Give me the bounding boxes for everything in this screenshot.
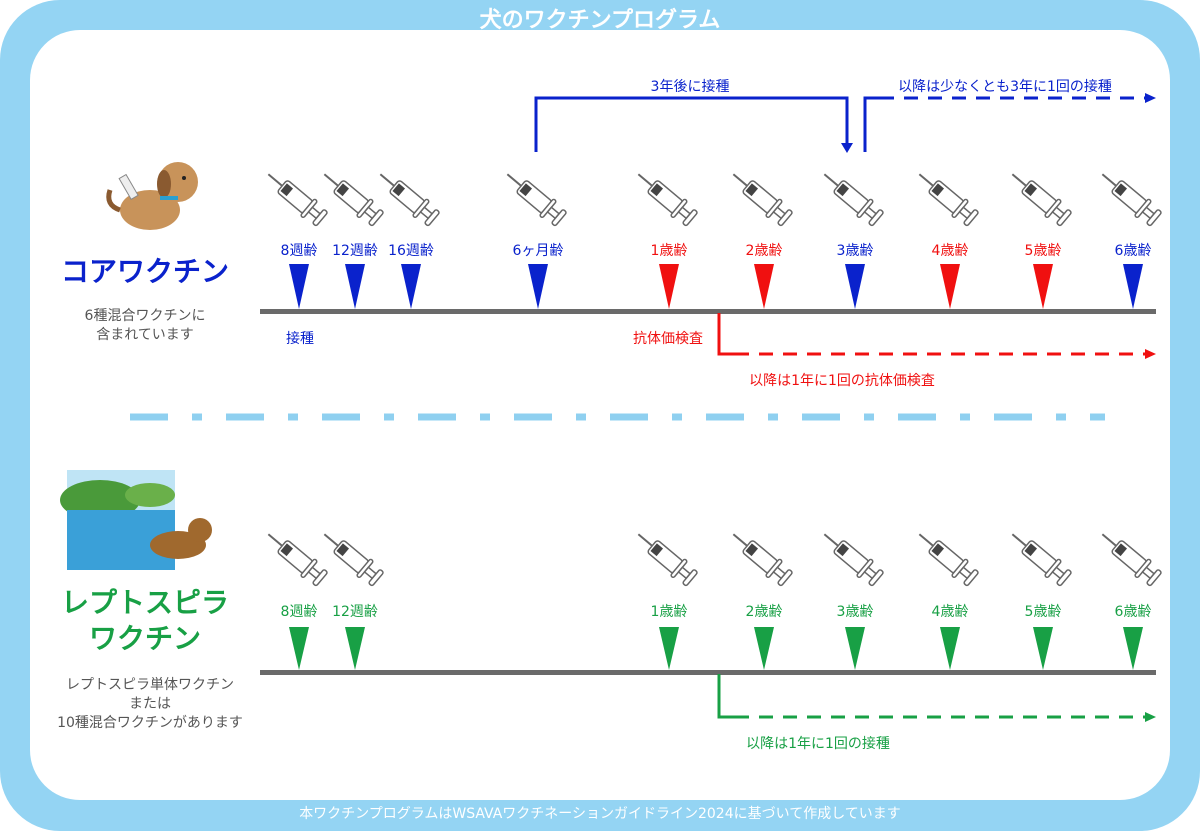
blood-syringe-icon: [1004, 164, 1075, 229]
timeline-marker: [845, 264, 865, 309]
age-label: 2歳齢: [745, 243, 783, 259]
desc-line: 6種混合ワクチンに: [84, 308, 206, 324]
age-label: 6歳齢: [1114, 604, 1152, 620]
timeline-marker: [345, 627, 365, 670]
timeline-marker: [1123, 264, 1143, 309]
core-after-label: 以降は少なくとも3年に1回の接種: [898, 79, 1112, 95]
age-label: 4歳齢: [931, 604, 969, 620]
age-label: 1歳齢: [650, 604, 688, 620]
syringe-icon: [816, 524, 887, 589]
dog-with-syringe-illustration: [106, 162, 198, 230]
desc-line: または: [128, 696, 171, 712]
timeline-marker: [754, 627, 774, 670]
syringe-icon: [911, 524, 982, 589]
syringe-icon: [1094, 524, 1165, 589]
syringe-icon: [1094, 164, 1165, 229]
syringe-icon: [725, 524, 796, 589]
heading-line: ワクチン: [88, 622, 202, 655]
timeline-marker: [659, 627, 679, 670]
age-label: 16週齢: [388, 243, 434, 259]
age-label: 1歳齢: [650, 243, 688, 259]
age-label: 6ヶ月齢: [512, 243, 564, 259]
syringe-icon: [372, 164, 443, 229]
arrow-right-icon: [1145, 349, 1156, 359]
blood-syringe-icon: [911, 164, 982, 229]
dog-in-water-illustration: [60, 470, 212, 570]
core-vaccine-heading: コアワクチン: [60, 255, 230, 288]
timeline-marker: [401, 264, 421, 309]
syringe-icon: [630, 524, 701, 589]
lepto-after-label: 以降は1年に1回の接種: [746, 736, 890, 752]
timeline-marker: [1123, 627, 1143, 670]
titer-after-label: 以降は1年に1回の抗体価検査: [749, 373, 935, 389]
age-label: 8週齢: [280, 243, 318, 259]
blood-syringe-icon: [630, 164, 701, 229]
syringe-icon: [499, 164, 570, 229]
timeline-marker: [1033, 627, 1053, 670]
titer-test-label: 抗体価検査: [633, 331, 703, 347]
core-vaccine-description: 6種混合ワクチンに 含まれています: [85, 307, 206, 345]
page-title: 犬のワクチンプログラム: [479, 8, 721, 33]
core-timeline: [260, 309, 1156, 314]
age-label: 12週齢: [332, 243, 378, 259]
timeline-marker: [845, 627, 865, 670]
desc-line: レプトスピラ単体ワクチン: [65, 677, 234, 693]
footer-note: 本ワクチンプログラムはWSAVAワクチネーションガイドライン2024に基づいて作…: [299, 806, 901, 822]
age-label: 5歳齢: [1024, 243, 1062, 259]
syringe-icon: [316, 524, 387, 589]
lepto-vaccine-description: レプトスピラ単体ワクチン または 10種混合ワクチンがあります: [57, 676, 243, 733]
bracket-3-years: [534, 96, 849, 152]
age-label: 2歳齢: [745, 604, 783, 620]
syringe-icon: [260, 524, 331, 589]
timeline-marker: [940, 627, 960, 670]
desc-line: 10種混合ワクチンがあります: [57, 715, 243, 731]
blood-syringe-icon: [725, 164, 796, 229]
lepto-vaccine-heading: レプトスピラ ワクチン: [61, 585, 229, 657]
arrow-right-icon: [1145, 712, 1156, 722]
syringe-icon: [816, 164, 887, 229]
age-label: 3歳齢: [836, 243, 874, 259]
age-label: 4歳齢: [931, 243, 969, 259]
age-label: 6歳齢: [1114, 243, 1152, 259]
timeline-marker: [940, 264, 960, 309]
arrow-right-icon: [1145, 93, 1156, 103]
timeline-marker: [345, 264, 365, 309]
timeline-marker: [659, 264, 679, 309]
timeline-marker: [754, 264, 774, 309]
timeline-marker: [528, 264, 548, 309]
syringe-icon: [1004, 524, 1075, 589]
syringe-icon: [260, 164, 331, 229]
bracket-label: 3年後に接種: [650, 79, 730, 95]
lepto-timeline: [260, 670, 1156, 675]
age-label: 8週齢: [280, 604, 318, 620]
heading-line: レプトスピラ: [60, 586, 230, 619]
syringe-icon: [316, 164, 387, 229]
desc-line: 含まれています: [96, 327, 194, 343]
timeline-marker: [289, 627, 309, 670]
timeline-marker: [1033, 264, 1053, 309]
age-label: 5歳齢: [1024, 604, 1062, 620]
arrow-down-icon: [841, 143, 853, 153]
vaccinate-label: 接種: [286, 331, 314, 347]
timeline-marker: [289, 264, 309, 309]
age-label: 12週齢: [332, 604, 378, 620]
age-label: 3歳齢: [836, 604, 874, 620]
